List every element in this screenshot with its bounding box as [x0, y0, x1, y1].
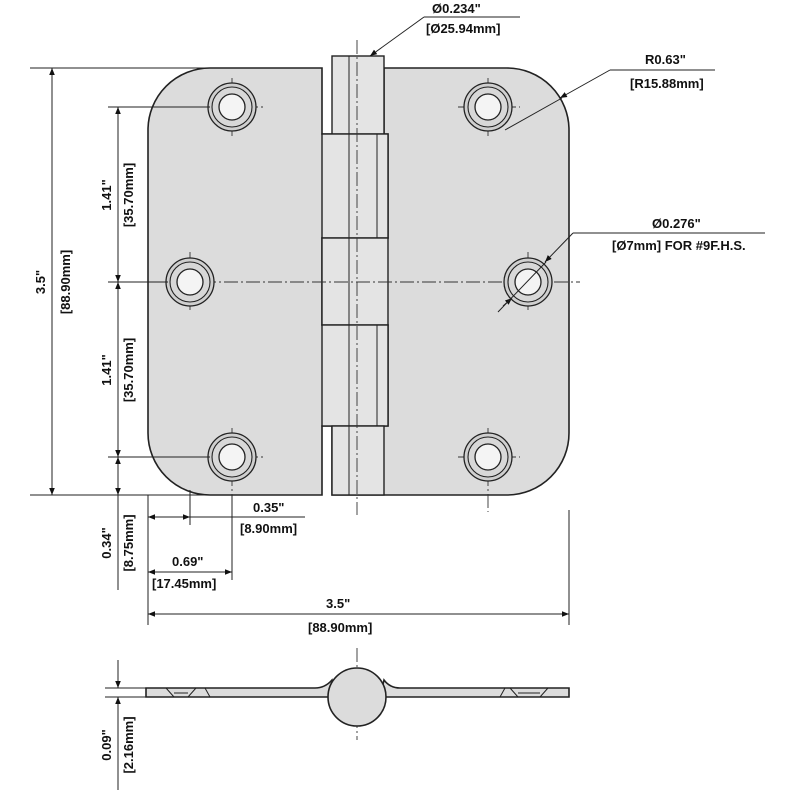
mid-hole-inch: 0.69" — [172, 554, 203, 569]
thickness-inch: 0.09" — [99, 729, 114, 760]
screw-hole-top-right — [463, 82, 513, 132]
width-inch: 3.5" — [326, 596, 350, 611]
thickness-mm: [2.16mm] — [121, 716, 136, 773]
hole-diameter-inch: Ø0.276" — [652, 216, 701, 231]
edge-horizontal-mm: [8.90mm] — [240, 521, 297, 536]
edge-horizontal-dimension: 0.35" [8.90mm] — [147, 490, 305, 625]
hinge-side-view — [145, 648, 570, 740]
screw-hole-bottom-right — [463, 432, 513, 482]
side-right-leaf — [378, 678, 570, 698]
spacing-bottom-inch: 1.41" — [99, 354, 114, 385]
thickness-dimension: 0.09" [2.16mm] — [99, 660, 146, 790]
spacing-top-inch: 1.41" — [99, 179, 114, 210]
edge-horizontal-inch: 0.35" — [253, 500, 284, 515]
width-mm: [88.90mm] — [308, 620, 372, 635]
hole-spacing-dimension: 1.41" [35.70mm] 1.41" [35.70mm] — [99, 106, 210, 458]
mid-hole-dimension: 0.69" [17.45mm] — [148, 495, 233, 591]
hole-diameter-mm: [Ø7mm] FOR #9F.H.S. — [612, 238, 746, 253]
edge-vertical-dimension: 0.34" [8.75mm] — [99, 457, 148, 590]
height-mm: [88.90mm] — [58, 250, 73, 314]
screw-hole-middle-right — [503, 257, 553, 307]
spacing-bottom-mm: [35.70mm] — [121, 338, 136, 402]
pin-diameter-callout: Ø0.234" [Ø25.94mm] — [369, 1, 520, 57]
height-inch: 3.5" — [33, 270, 48, 294]
hole-diameter-callout: Ø0.276" [Ø7mm] FOR #9F.H.S. — [497, 216, 765, 313]
spacing-top-mm: [35.70mm] — [121, 163, 136, 227]
pin-diameter-mm: [Ø25.94mm] — [426, 21, 500, 36]
height-dimension: 3.5" [88.90mm] — [30, 67, 210, 496]
knuckle-top — [331, 55, 385, 135]
corner-radius-mm: [R15.88mm] — [630, 76, 704, 91]
pin-diameter-inch: Ø0.234" — [432, 1, 481, 16]
screw-hole-top-left — [207, 82, 257, 132]
side-knuckle — [327, 667, 387, 727]
corner-radius-callout: R0.63" [R15.88mm] — [504, 52, 715, 131]
screw-hole-middle-left — [165, 257, 215, 307]
knuckle-lower — [321, 324, 389, 427]
edge-vertical-inch: 0.34" — [99, 527, 114, 558]
hinge-front-view — [147, 40, 580, 515]
knuckle-upper-mid — [321, 133, 389, 239]
knuckle-bottom — [331, 425, 385, 496]
corner-radius-inch: R0.63" — [645, 52, 686, 67]
mid-hole-mm: [17.45mm] — [152, 576, 216, 591]
edge-vertical-mm: [8.75mm] — [121, 514, 136, 571]
knuckle-lower-mid — [321, 237, 389, 326]
screw-hole-bottom-left — [207, 432, 257, 482]
width-dimension: 3.5" [88.90mm] — [148, 510, 570, 635]
side-left-leaf — [145, 678, 338, 698]
